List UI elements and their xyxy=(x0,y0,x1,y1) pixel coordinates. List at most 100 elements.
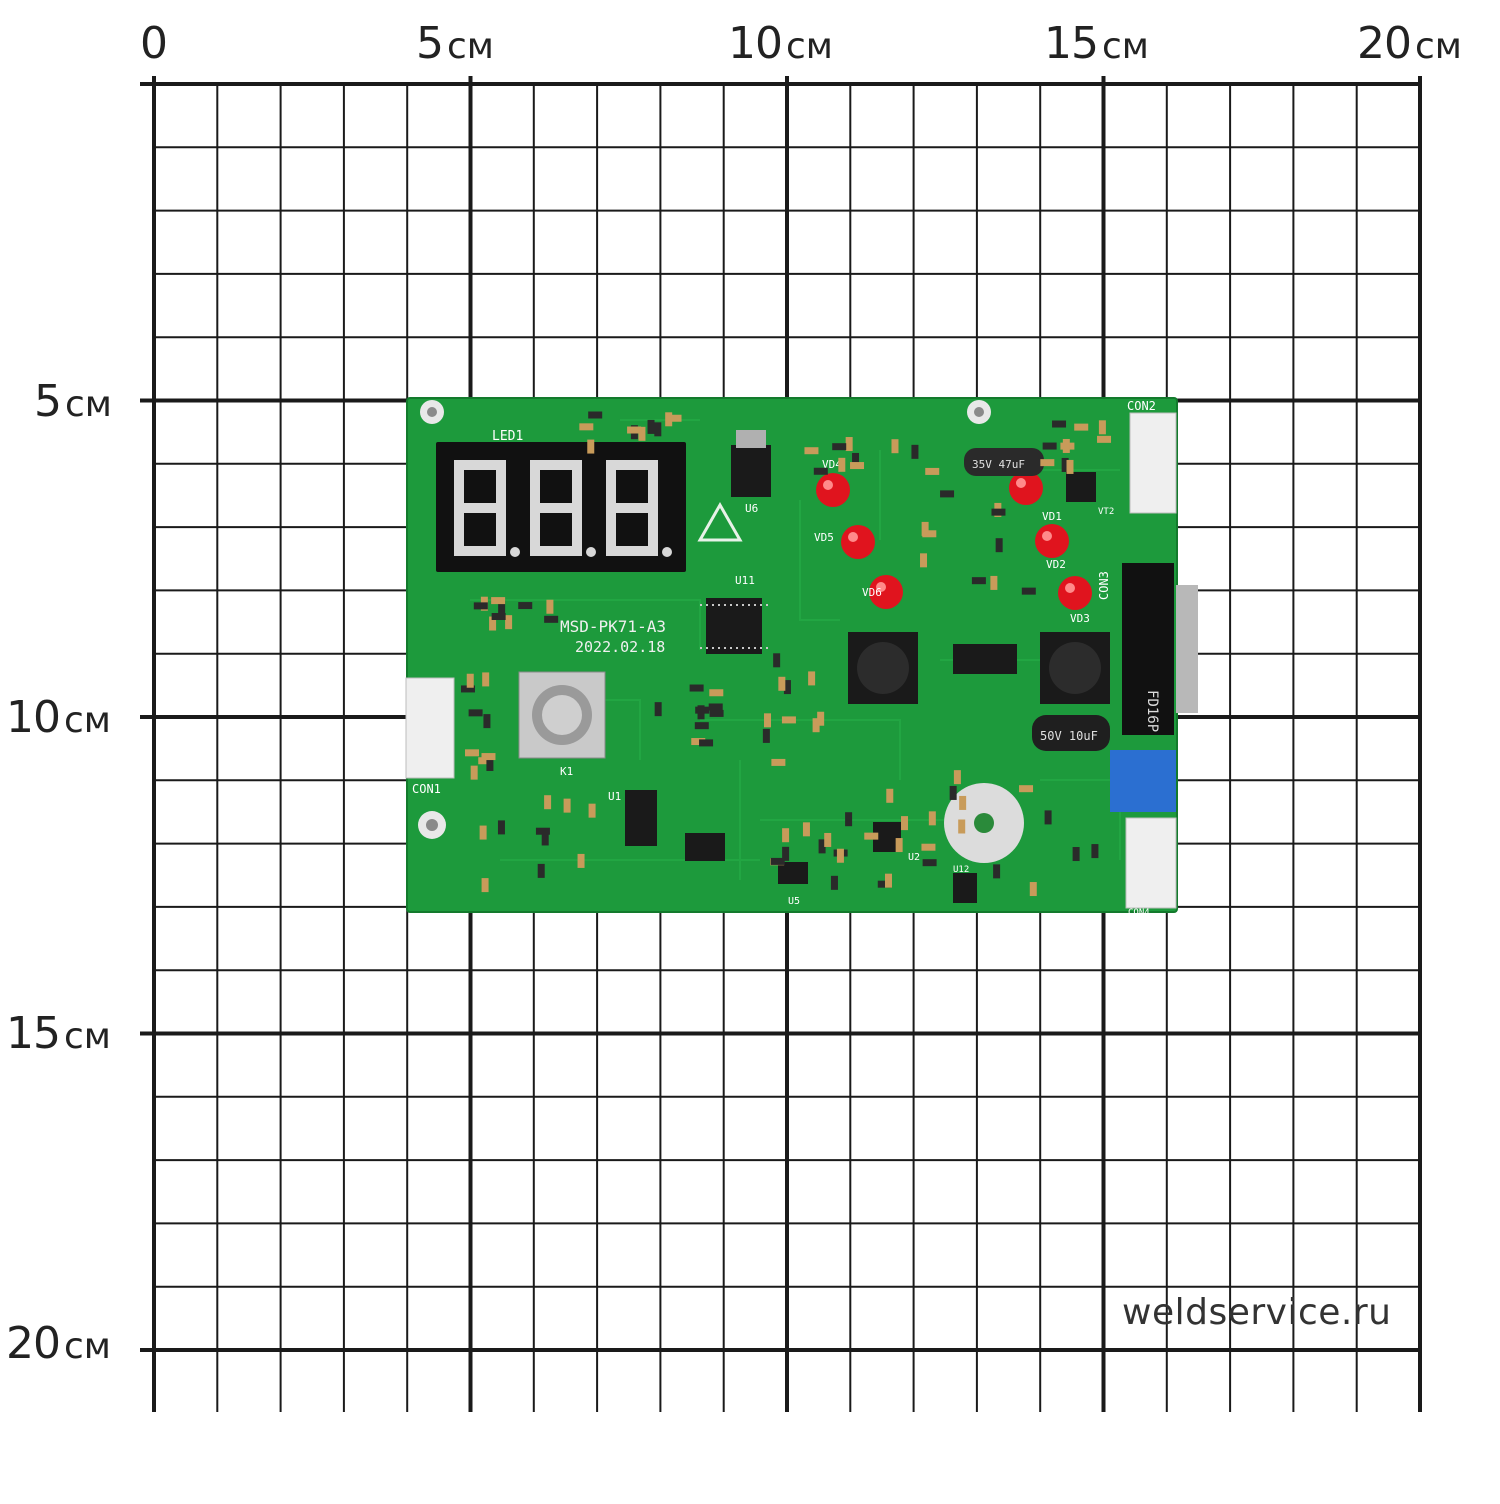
smd-part xyxy=(836,848,844,863)
electrolytic-capacitor: 35V 47uF xyxy=(964,448,1044,476)
smd-part xyxy=(1044,810,1052,825)
display-segment xyxy=(606,460,616,508)
smd-part xyxy=(990,575,998,590)
smd-part xyxy=(877,880,892,888)
led-highlight xyxy=(1016,478,1026,488)
smd-part xyxy=(1066,459,1074,474)
smd-part xyxy=(695,706,710,714)
smd-part xyxy=(949,785,957,800)
smd-part xyxy=(498,600,506,615)
smd-part xyxy=(647,419,655,434)
smd-part xyxy=(627,426,642,434)
smd-part xyxy=(473,602,488,610)
svg-text:CON3: CON3 xyxy=(1097,571,1111,600)
mounting-hole xyxy=(967,400,991,424)
smd-part xyxy=(783,680,791,695)
svg-text:CON2: CON2 xyxy=(1127,399,1156,413)
mounting-hole xyxy=(418,811,446,839)
smd-part xyxy=(824,832,832,847)
led-label: VD4 xyxy=(822,458,842,471)
smd-part xyxy=(588,803,596,818)
watermark: weldservice.ru xyxy=(1122,1292,1392,1333)
smd-part xyxy=(1072,847,1080,862)
smd-part xyxy=(813,467,828,475)
ic-small xyxy=(685,833,725,861)
svg-text:CON1: CON1 xyxy=(412,782,441,796)
smd-part xyxy=(812,718,820,733)
connector-con4: CON4 xyxy=(1125,817,1177,918)
smd-part xyxy=(689,684,704,692)
smd-part xyxy=(708,703,723,711)
transistor-vt2: VT2 xyxy=(1066,472,1114,517)
display-segment xyxy=(530,546,582,556)
smd-part xyxy=(922,859,937,867)
ic-u12: U12 xyxy=(953,865,977,903)
smd-part xyxy=(541,831,549,846)
connector-con2: CON2 xyxy=(1127,399,1177,514)
smd-part xyxy=(491,597,506,605)
smd-part xyxy=(489,616,497,631)
display-decimal-point xyxy=(662,547,672,557)
smd-part xyxy=(465,749,480,757)
svg-text:U1: U1 xyxy=(608,790,621,803)
electrolytic-capacitor: 50V 10uF xyxy=(1032,715,1110,751)
display-segment xyxy=(496,460,506,508)
trimmer-potentiometer xyxy=(1110,750,1176,812)
svg-text:U5: U5 xyxy=(788,896,800,907)
smd-part xyxy=(1062,438,1070,453)
smd-part xyxy=(782,828,790,843)
smd-part xyxy=(991,508,1006,516)
smd-part xyxy=(505,615,513,630)
display-decimal-point xyxy=(510,547,520,557)
regulator-tab xyxy=(736,430,766,448)
ic-driver xyxy=(953,644,1017,674)
smd-part xyxy=(546,599,554,614)
smd-part xyxy=(920,553,928,568)
led-label: VD3 xyxy=(1070,612,1090,625)
smd-part xyxy=(654,422,662,437)
regulator-label: U6 xyxy=(745,502,758,515)
smd-part xyxy=(544,615,559,623)
ic-u1: U1 xyxy=(608,790,657,846)
smd-part xyxy=(886,788,894,803)
smd-part xyxy=(971,577,986,585)
smd-part xyxy=(884,873,892,888)
led-label: VD2 xyxy=(1046,558,1066,571)
smd-part xyxy=(483,714,491,729)
esd-warning-icon xyxy=(697,501,743,542)
knob-label: K1 xyxy=(560,765,573,778)
smd-part xyxy=(460,685,475,693)
smd-part xyxy=(818,839,826,854)
led-highlight xyxy=(848,532,858,542)
smd-part xyxy=(808,671,816,686)
display-digits xyxy=(454,460,672,557)
smd-part xyxy=(940,490,955,498)
smd-part xyxy=(497,820,505,835)
smd-part xyxy=(577,853,585,868)
smd-part xyxy=(1074,423,1089,431)
display-segment xyxy=(454,460,506,470)
smd-part xyxy=(953,770,961,785)
pcb-board: LED1 U11 U6 MSD-PK71-A3 2022.02.18 VD1VD… xyxy=(405,397,1198,918)
smd-part xyxy=(817,711,825,726)
smd-part xyxy=(958,819,966,834)
smd-part xyxy=(995,538,1003,553)
display-segment xyxy=(648,460,658,508)
tactile-button xyxy=(1040,632,1110,704)
display-decimal-point xyxy=(586,547,596,557)
smd-part xyxy=(864,832,879,840)
smd-part xyxy=(1021,587,1036,595)
smd-part xyxy=(1091,844,1099,859)
smd-part xyxy=(479,825,487,840)
smd-part xyxy=(781,716,796,724)
smd-part xyxy=(1097,435,1112,443)
svg-text:50V 10uF: 50V 10uF xyxy=(1040,729,1098,743)
